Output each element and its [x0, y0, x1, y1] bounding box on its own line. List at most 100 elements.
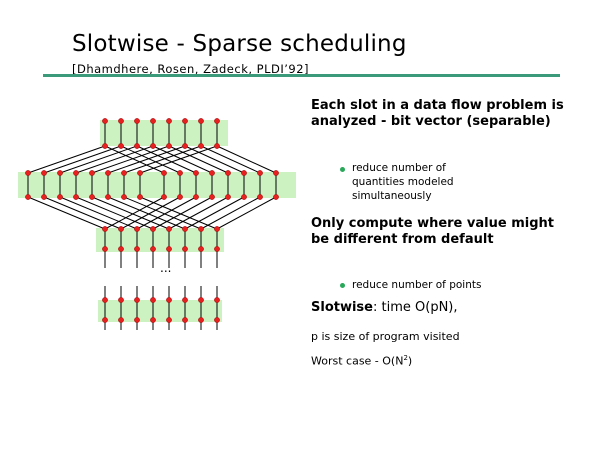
node: [214, 246, 220, 252]
crossing-edge: [123, 196, 202, 230]
node: [193, 194, 199, 200]
crossing-edge: [139, 196, 218, 230]
crossing-edge: [139, 145, 218, 174]
node: [102, 246, 108, 252]
node: [257, 170, 263, 176]
node: [118, 297, 124, 303]
node: [134, 143, 140, 149]
node: [102, 317, 108, 323]
node: [134, 118, 140, 124]
node: [73, 170, 79, 176]
node: [182, 118, 188, 124]
node: [89, 170, 95, 176]
node: [198, 118, 204, 124]
crossing-edge: [152, 196, 213, 230]
node: [150, 246, 156, 252]
crossing-edge: [168, 196, 229, 230]
bullet-icon: [340, 167, 345, 172]
crossing-edge: [75, 145, 154, 174]
crossing-edge: [184, 145, 245, 174]
node: [177, 170, 183, 176]
slot-band-middle: [18, 172, 296, 198]
crossing-edge: [200, 196, 261, 230]
slotwise-time: : time O(pN),: [373, 300, 458, 315]
slot-band-bottom: [98, 300, 222, 322]
node: [161, 170, 167, 176]
node: [182, 226, 188, 232]
node: [193, 170, 199, 176]
node: [57, 170, 63, 176]
crossing-edge: [136, 196, 197, 230]
crossing-edge: [152, 145, 213, 174]
node: [121, 170, 127, 176]
crossing-edge: [59, 145, 138, 174]
node: [150, 226, 156, 232]
node: [118, 246, 124, 252]
node: [257, 194, 263, 200]
point-compute-different: Only compute where value might be differ…: [311, 216, 554, 247]
node: [198, 246, 204, 252]
node: [137, 170, 143, 176]
worst-case: Worst case - O(N2): [311, 354, 412, 368]
crossing-edge: [123, 145, 202, 174]
crossing-edge: [27, 196, 106, 230]
node: [166, 246, 172, 252]
node: [225, 194, 231, 200]
node: [182, 297, 188, 303]
node: [105, 170, 111, 176]
crossing-edge: [75, 196, 154, 230]
node: [214, 143, 220, 149]
sub-reduce-points: reduce number of points: [352, 279, 482, 291]
node: [134, 246, 140, 252]
p-definition: p is size of program visited: [311, 330, 460, 343]
node: [118, 118, 124, 124]
ellipsis-label: ...: [160, 261, 171, 275]
crossing-edge: [120, 145, 181, 174]
node: [209, 194, 215, 200]
title-rule: [43, 74, 560, 77]
crossing-edge: [91, 145, 170, 174]
node: [89, 194, 95, 200]
node: [118, 226, 124, 232]
node: [102, 143, 108, 149]
worst-exponent: 2: [403, 354, 408, 362]
node: [225, 170, 231, 176]
node: [166, 297, 172, 303]
node: [214, 297, 220, 303]
node: [214, 317, 220, 323]
node: [102, 297, 108, 303]
node: [198, 297, 204, 303]
crossing-edge: [107, 145, 186, 174]
node: [134, 226, 140, 232]
node: [198, 143, 204, 149]
crossing-edge: [120, 196, 181, 230]
node: [150, 297, 156, 303]
node: [214, 118, 220, 124]
node: [161, 194, 167, 200]
node: [198, 226, 204, 232]
crossing-edge: [168, 145, 229, 174]
node: [273, 194, 279, 200]
node: [73, 194, 79, 200]
slot-band-top: [100, 120, 228, 146]
sub-reduce-quantities: reduce number of quantities modeled simu…: [352, 162, 454, 202]
node: [150, 118, 156, 124]
slot-band-lower: [96, 228, 224, 252]
node: [182, 317, 188, 323]
node: [134, 317, 140, 323]
crossing-edge: [104, 196, 165, 230]
crossing-edge: [107, 196, 186, 230]
node: [177, 194, 183, 200]
slotwise-complexity: Slotwise: time O(pN),: [311, 300, 458, 315]
node: [166, 118, 172, 124]
crossing-edge: [43, 196, 122, 230]
node: [137, 194, 143, 200]
crossing-edge: [216, 145, 277, 174]
crossing-edge: [184, 196, 245, 230]
node: [121, 194, 127, 200]
node: [102, 118, 108, 124]
node: [198, 317, 204, 323]
node: [241, 194, 247, 200]
crossing-edge: [43, 145, 122, 174]
